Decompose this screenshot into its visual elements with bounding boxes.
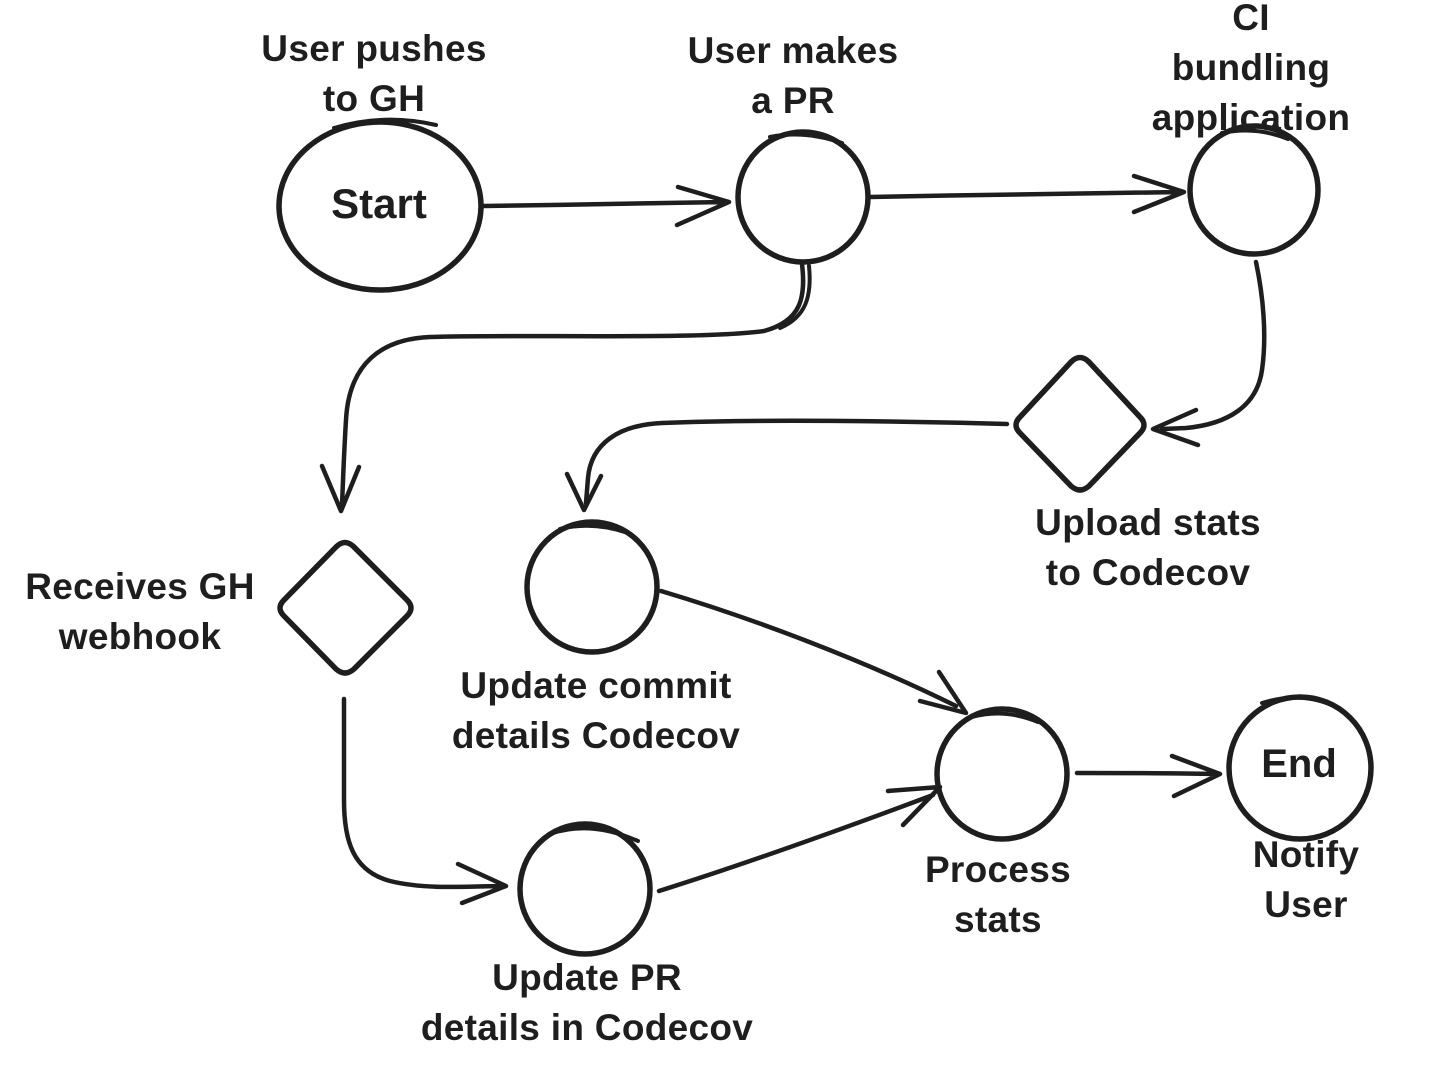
- caption-update-commit-details-codecov: Update commit details Codecov: [451, 665, 741, 756]
- node-ci-bundling-seam-stroke: [1220, 128, 1290, 141]
- node-start-label: Start: [331, 180, 427, 227]
- caption-process-stats: Process stats: [924, 849, 1072, 940]
- node-user-makes-pr-seam-stroke: [768, 132, 844, 145]
- caption-upload-stats-to-codecov: Upload stats to Codecov: [1035, 502, 1261, 593]
- caption-notify-user: Notify User: [1252, 834, 1360, 925]
- edge-user-makes-pr-to-receives-webhook: [319, 261, 806, 514]
- edge-user-makes-pr-to-ci-bundling: [867, 173, 1187, 215]
- node-process-stats-circle: [934, 706, 1070, 842]
- node-end-label: End: [1261, 742, 1337, 786]
- edge-start-to-user-makes-pr: [481, 184, 732, 228]
- caption-update-pr-details-in-codecov: Update PR details in Codecov: [420, 957, 754, 1048]
- caption-ci-bundling-application: CI bundling application: [1151, 0, 1351, 138]
- node-update-commit-seam-stroke: [558, 523, 630, 535]
- node-end-seam-stroke: [1260, 695, 1336, 708]
- node-receives-webhook-diamond: [277, 539, 414, 676]
- node-update-commit-circle: [524, 519, 660, 655]
- node-process-stats-seam-stroke: [970, 711, 1040, 724]
- edge-process-stats-to-end: [1074, 753, 1223, 799]
- node-user-makes-pr-circle: [735, 129, 871, 265]
- node-start-ellipse: [276, 119, 484, 293]
- edge-receives-webhook-to-update-pr: [341, 696, 509, 906]
- edge-upload-stats-to-update-commit: [564, 418, 1010, 513]
- caption-user-makes-a-pr: User makes a PR: [687, 30, 899, 121]
- node-update-pr-circle: [517, 821, 653, 957]
- node-ci-bundling-circle: [1187, 123, 1321, 257]
- edge-user-makes-pr-to-receives-webhook-double-stroke: [778, 264, 812, 330]
- caption-receives-gh-webhook: Receives GH webhook: [25, 566, 255, 657]
- edge-update-commit-to-process-stats: [658, 588, 969, 716]
- node-update-pr-seam-stroke: [548, 826, 640, 843]
- node-start-seam-stroke: [332, 117, 438, 130]
- edge-update-pr-to-process-stats: [656, 784, 943, 894]
- caption-user-pushes-to-gh: User pushes to GH: [261, 28, 487, 119]
- node-upload-stats-diamond: [1013, 354, 1147, 493]
- edge-ci-bundling-to-upload-stats: [1150, 259, 1267, 448]
